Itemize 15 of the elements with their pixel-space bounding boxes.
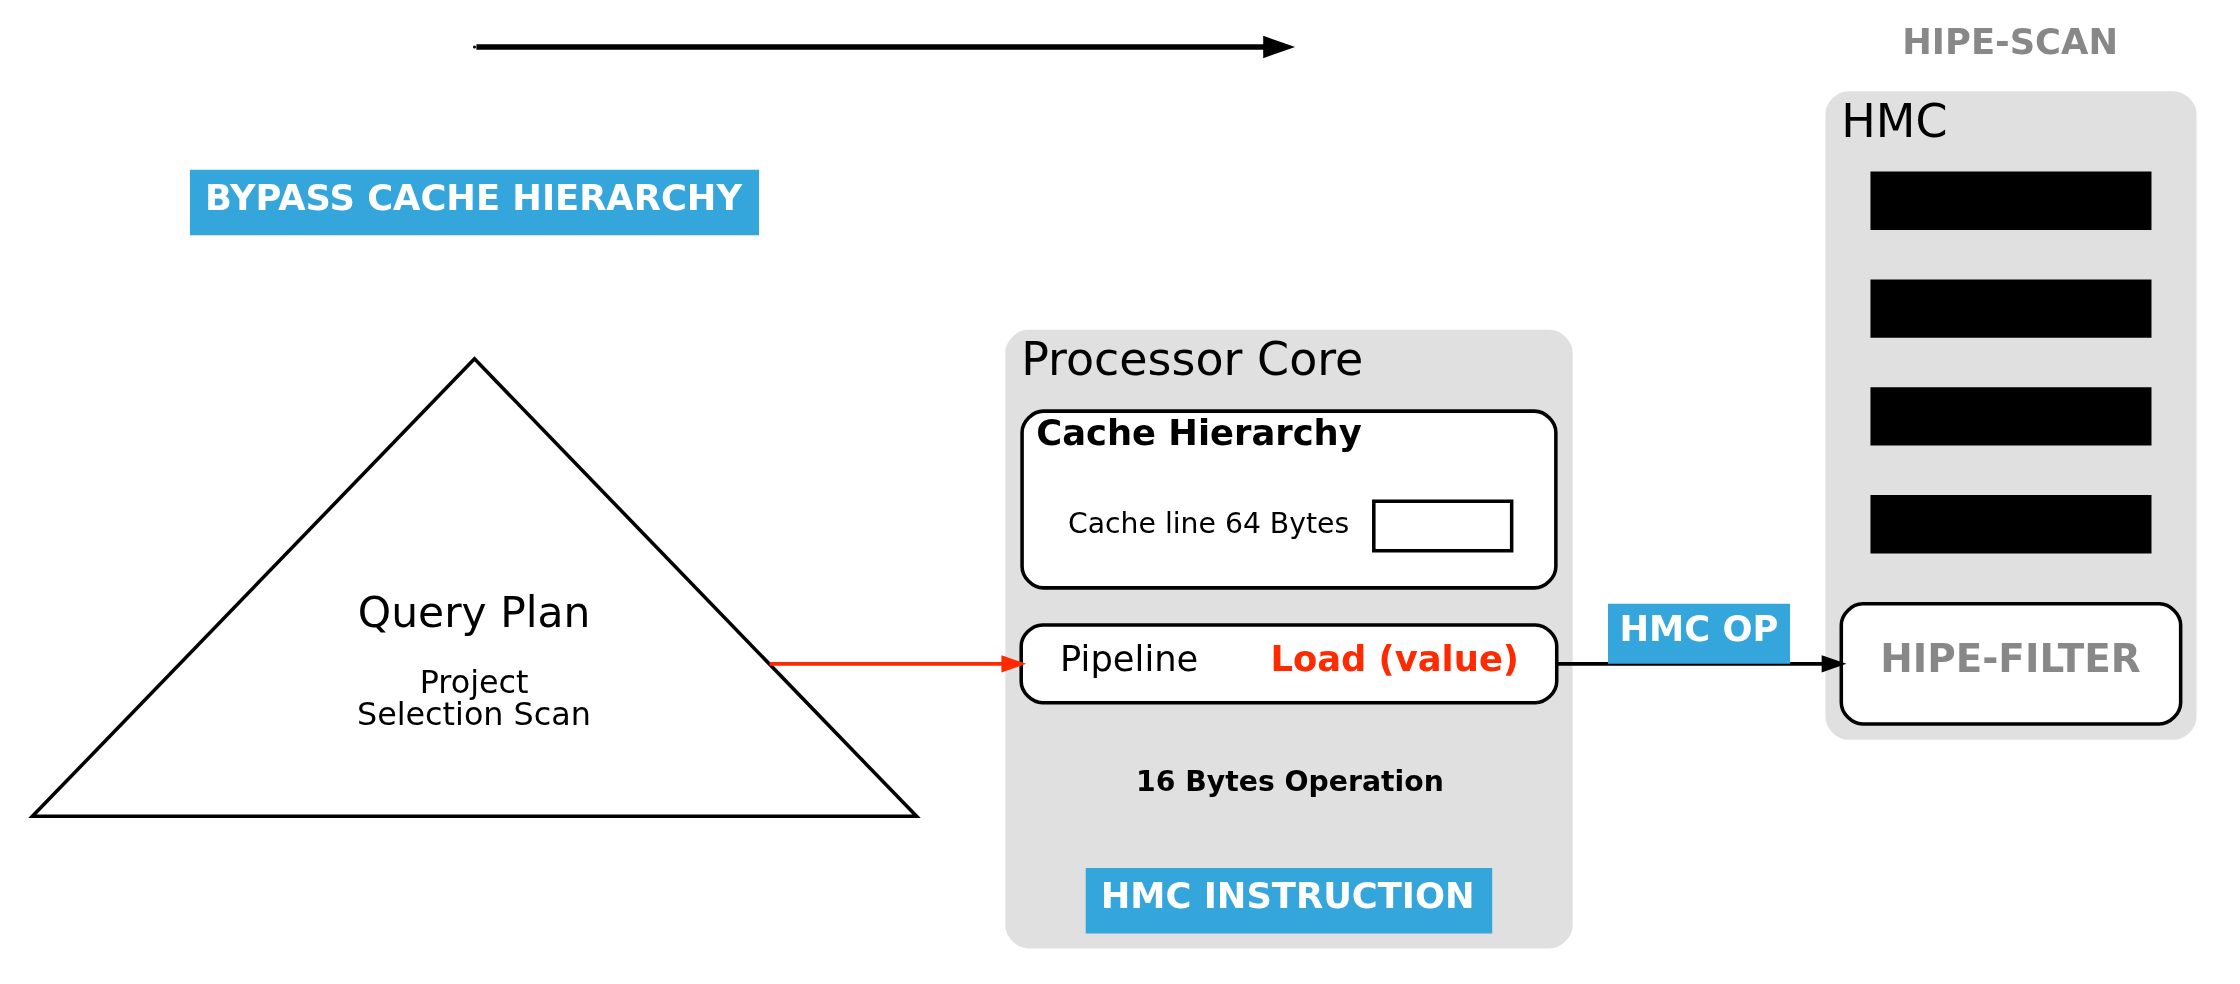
arrow: [769, 655, 1026, 673]
node-label: Cache line 64 Bytes: [1067, 506, 1349, 540]
label: HMC INSTRUCTION: [1100, 874, 1475, 916]
edge-label: HMC OP: [1618, 607, 1778, 649]
legend-label: HIPE-SCAN: [1901, 21, 2118, 63]
arrow: [1556, 655, 1846, 673]
node-bar: [1869, 279, 2151, 338]
node-bar: [1869, 495, 2151, 554]
node-box: Pipeline Load (value): [1018, 623, 1558, 705]
label: BYPASS CACHE HIERARCHY: [204, 176, 742, 218]
node-box: [1371, 499, 1513, 553]
node-box: HIPE-FILTER: [1839, 602, 2182, 726]
node-bar: [1869, 171, 2151, 230]
label: 16 Bytes Operation: [1135, 764, 1444, 798]
node-bar: [1869, 387, 2151, 446]
